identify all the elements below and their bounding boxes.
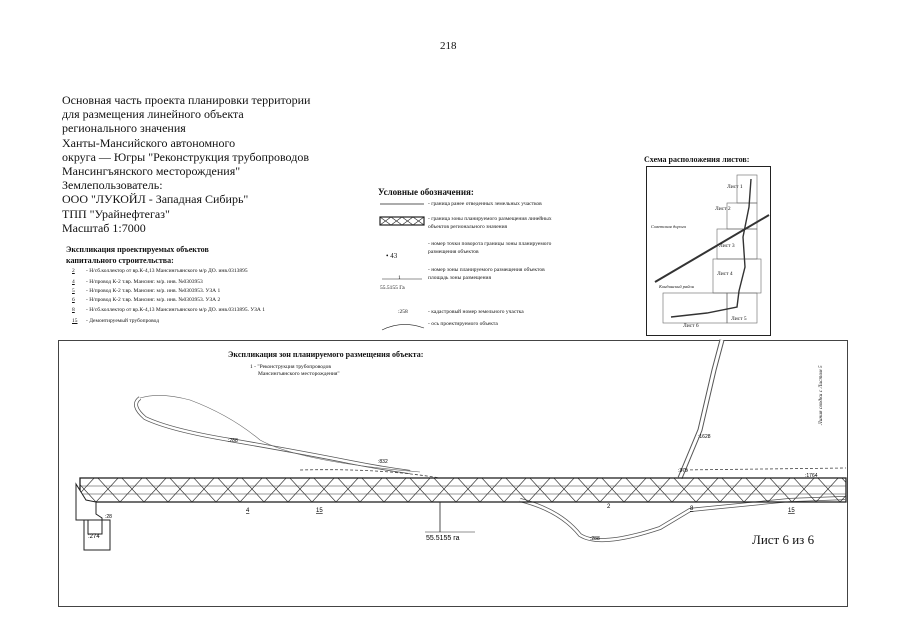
legend-item: размещения объектов: [428, 249, 479, 255]
legend-item: - ось проектируемого объекта: [428, 321, 498, 327]
scheme-drawing: [654, 174, 770, 324]
scheme-sheet-label: Лист 2: [715, 206, 731, 212]
page-number: 218: [440, 40, 457, 52]
cadastral-label: :832: [378, 459, 388, 465]
title-line: Ханты-Мансийского автономного: [62, 135, 236, 150]
map-road-edge: [139, 395, 421, 473]
cadastral-parcel-274: [83, 519, 111, 551]
cadastral-label: :1764: [805, 473, 818, 479]
explication-num: 15: [72, 318, 78, 324]
explication-title-line: Экспликация проектируемых объектов: [66, 245, 209, 254]
explication-num: 2: [72, 268, 75, 274]
explication-num: 8: [72, 307, 75, 313]
scheme-sheet-frame: [662, 292, 728, 324]
explication-item: 15 - Демонтируемый трубопровод: [72, 318, 159, 324]
legend-item: - номер зоны планируемого размещения объ…: [428, 267, 545, 273]
legend-item: площадь зоны размещения: [428, 275, 492, 281]
explication-title: Экспликация проектируемых объектов капит…: [66, 244, 209, 266]
explication-text: - Н/провод К-2 т.вр. Мансинг. м/р. инв. …: [86, 288, 221, 294]
cadastral-label: :1628: [698, 434, 711, 440]
object-number-label: 2: [607, 504, 611, 510]
explication-num: 5: [72, 288, 75, 294]
map-frame: [58, 340, 848, 607]
scheme-pipeline: [670, 178, 752, 318]
map-road-outer: [134, 396, 411, 474]
legend-item: объектов регионального значения: [428, 224, 508, 230]
object-number-label: 8: [690, 506, 694, 512]
legend-axis-symbol: [381, 324, 425, 331]
title-line: Мансингъянского месторождения": [62, 164, 241, 179]
explication-text: - Н/провод К-2 т.вр. Мансинг. м/р. инв. …: [86, 279, 203, 285]
title-line: ООО "ЛУКОЙЛ - Западная Сибирь": [62, 192, 249, 207]
explication-item: 5 - Н/провод К-2 т.вр. Мансинг. м/р. инв.…: [72, 288, 220, 294]
explication-text: - Н/сб.коллектор от вр.К-4,13 Мансингъян…: [86, 307, 266, 313]
title-line: регионального значения: [62, 121, 186, 136]
map-road-north-inner: [678, 339, 724, 479]
map-road-south-inner: [519, 496, 846, 542]
sheet-join-note: Линия сводки с Листом 5: [818, 365, 824, 425]
map-path-dashed: [679, 467, 847, 471]
zone-explication-line: Мансингъянского месторождения": [258, 371, 340, 377]
legend-zone-hatch: [379, 216, 425, 226]
planning-zone-corridor: [79, 477, 847, 503]
scheme-road: [654, 214, 770, 283]
object-number-label: 4: [246, 508, 250, 514]
explication-num: 4: [72, 279, 75, 285]
cadastral-label: :274: [88, 534, 100, 540]
scheme-title: Схема расположения листов:: [644, 155, 750, 164]
scheme-sheet-label: Лист 1: [727, 184, 743, 190]
map-path-dashed: [299, 469, 441, 479]
scheme-region-label: Кондинский район: [659, 284, 695, 289]
cadastral-label: :375: [678, 468, 688, 474]
cadastral-label: :28: [105, 514, 112, 520]
sheet-layout-scheme: Лист 1 Лист 2 Лист 3 Лист 4 Лист 5 Лист …: [646, 166, 771, 336]
legend-zone-area-sample: 55.5155 Га: [380, 285, 405, 291]
zone-area-label: 55.5155 га: [426, 535, 460, 542]
document-title: Основная часть проекта планировки террит…: [62, 93, 310, 235]
explication-num: 6: [72, 297, 75, 303]
legend-item: - номер точки поворота границы зоны план…: [428, 241, 552, 247]
scheme-road-label: Советская дорога: [651, 224, 686, 229]
scheme-sheet-label: Лист 3: [719, 243, 735, 249]
scheme-sheet-label: Лист 6: [683, 323, 699, 329]
legend-item: - граница ранее отведенных земельных уча…: [428, 201, 542, 207]
sheet-label: Лист 6 из 6: [752, 532, 815, 547]
cadastral-label: :288: [228, 438, 238, 444]
scheme-sheet-label: Лист 5: [731, 316, 747, 322]
zone-explication-title: Экспликация зон планируемого размещения …: [228, 350, 424, 359]
explication-item: 6 - Н/провод К-2 т.вр. Мансинг. м/р. инв.…: [72, 297, 220, 303]
title-line: округа — Югры "Реконструкция трубопровод…: [62, 149, 309, 164]
explication-title-line: капитального строительства:: [66, 256, 174, 265]
legend-cadastral-sample: :258: [398, 309, 408, 315]
explication-text: - Н/провод К-2 т.вр. Мансинг. м/р. инв. …: [86, 297, 221, 303]
title-line: Основная часть проекта планировки террит…: [62, 93, 311, 107]
zone-explication-line: 1 - "Реконструкция трубопроводов: [250, 364, 332, 370]
cadastral-label: :288: [590, 536, 600, 542]
explication-item: 2 - Н/сб.коллектор от вр.К-4,13 Мансингъя…: [72, 268, 248, 274]
title-line: ТПП "Урайнефтегаз": [62, 206, 170, 221]
scheme-sheet-label: Лист 4: [717, 271, 733, 277]
map-road-inner: [134, 396, 411, 474]
title-line: для размещения линейного объекта: [62, 107, 244, 122]
legend-item: - кадастровый номер земельного участка: [428, 309, 524, 315]
legend-item: - граница зоны планируемого размещения л…: [428, 216, 552, 222]
explication-item: 8 - Н/сб.коллектор от вр.К-4,13 Мансингъя…: [72, 307, 265, 313]
zone-explication-item: 1 - "Реконструкция трубопроводов Мансинг…: [250, 364, 340, 378]
legend-point-sample: • 43: [386, 252, 398, 260]
title-line: Землепользователь:: [62, 178, 163, 193]
explication-text: - Демонтируемый трубопровод: [86, 318, 160, 324]
title-line: Масштаб 1:7000: [62, 220, 146, 235]
object-number-label: 15: [316, 508, 323, 514]
site-outline: [75, 482, 103, 535]
explication-text: - Н/сб.коллектор от вр.К-4,13 Мансингъян…: [86, 268, 248, 274]
object-number-label: 15: [788, 508, 795, 514]
explication-item: 4 - Н/провод К-2 т.вр. Мансинг. м/р. инв.…: [72, 279, 203, 285]
legend-zone-num-sample: 1: [398, 275, 401, 281]
legend-symbols: [379, 203, 425, 331]
legend-title: Условные обозначения:: [378, 187, 474, 197]
